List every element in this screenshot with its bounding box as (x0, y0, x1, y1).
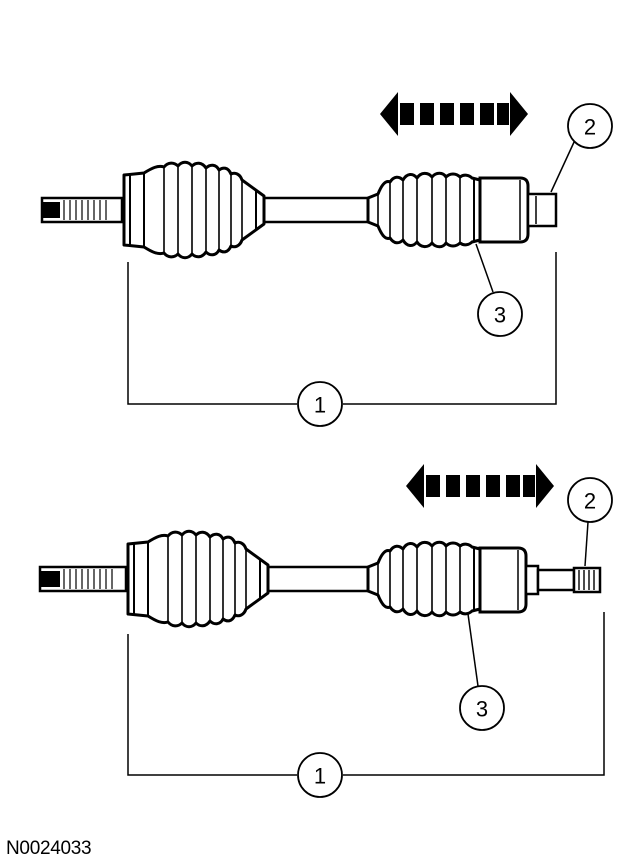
top-length-bracket (127, 252, 557, 405)
bottom-leader-3 (467, 613, 479, 687)
bottom-halfshaft-assembly: 1 2 3 (38, 464, 613, 798)
top-inner-housing (478, 176, 558, 244)
top-shaft-bar (260, 196, 376, 224)
top-callout-3: 3 (477, 291, 523, 337)
bottom-leader-2 (584, 521, 589, 567)
figure-reference-code: N0024033 (6, 838, 92, 859)
bottom-inner-housing (478, 546, 602, 614)
svg-text:1: 1 (314, 764, 326, 789)
top-inner-boot (366, 171, 482, 249)
bottom-inner-boot (366, 540, 482, 618)
svg-text:3: 3 (494, 303, 506, 328)
bottom-length-bracket (127, 612, 605, 776)
top-direction-arrow (380, 92, 528, 136)
bottom-shaft-bar (264, 565, 376, 593)
svg-text:2: 2 (584, 489, 596, 514)
svg-text:3: 3 (476, 697, 488, 722)
top-halfshaft-assembly: 1 2 3 (40, 92, 613, 427)
top-callout-1: 1 (297, 381, 343, 427)
bottom-outer-stub (38, 565, 128, 593)
bottom-callout-3: 3 (459, 685, 505, 731)
top-leader-3 (475, 243, 494, 293)
svg-text:2: 2 (584, 115, 596, 140)
bottom-direction-arrow (406, 464, 554, 508)
top-callout-2: 2 (567, 103, 613, 149)
bottom-callout-1: 1 (297, 752, 343, 798)
bottom-outer-boot (126, 529, 270, 629)
svg-text:1: 1 (314, 393, 326, 418)
bottom-callout-2: 2 (567, 477, 613, 523)
top-leader-2 (550, 139, 576, 193)
top-outer-stub (40, 196, 124, 224)
top-outer-boot (122, 160, 266, 260)
